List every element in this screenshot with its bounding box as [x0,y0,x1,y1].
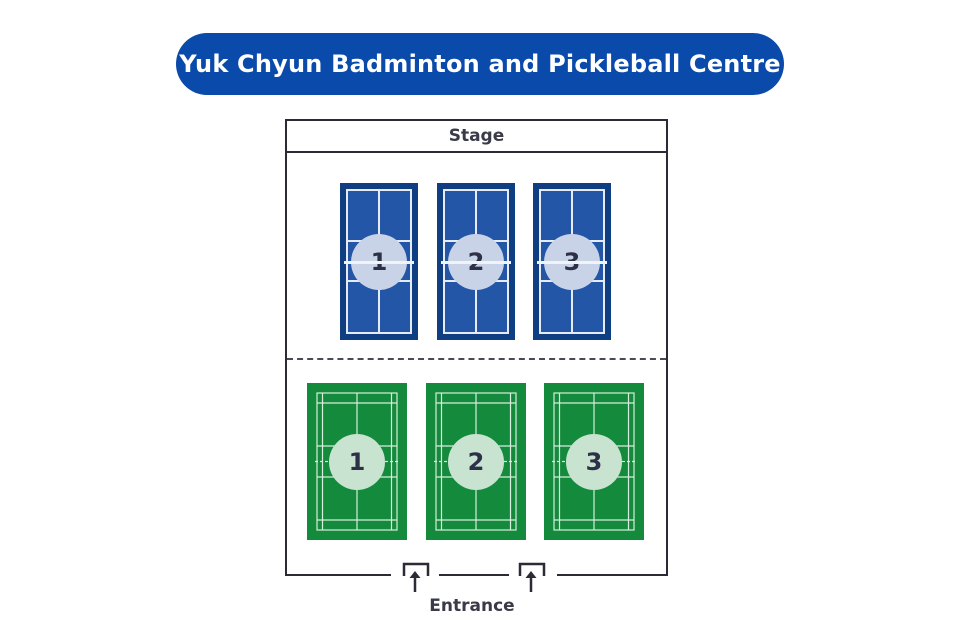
badminton-court-2[interactable]: 2 [426,383,526,540]
arrow-up-icon [402,562,430,592]
stage-area: Stage [287,121,666,153]
wall-segment [439,574,509,576]
floor-plan: Stage 1 2 3 [285,119,668,575]
wall-segment [285,574,391,576]
arrow-up-icon [518,562,546,592]
net-line [344,260,414,264]
court-number-badge: 1 [329,433,385,490]
net-line [441,260,511,264]
title-banner: Yuk Chyun Badminton and Pickleball Centr… [176,33,784,95]
net-line [537,260,607,264]
stage-label: Stage [448,126,505,146]
badminton-court-3[interactable]: 3 [544,383,644,540]
pickleball-court-3[interactable]: 3 [533,183,611,340]
entrance-door-1[interactable] [402,562,430,592]
court-number-badge: 2 [448,433,504,490]
pickleball-court-1[interactable]: 1 [340,183,418,340]
wall-segment [557,574,668,576]
entrance-label: Entrance [429,596,515,616]
section-divider [287,358,666,360]
entrance-door-2[interactable] [518,562,546,592]
pickleball-court-2[interactable]: 2 [437,183,515,340]
badminton-court-1[interactable]: 1 [307,383,407,540]
page-title: Yuk Chyun Badminton and Pickleball Centr… [179,50,781,78]
badminton-lines [552,392,636,531]
court-number-badge: 3 [566,433,622,490]
